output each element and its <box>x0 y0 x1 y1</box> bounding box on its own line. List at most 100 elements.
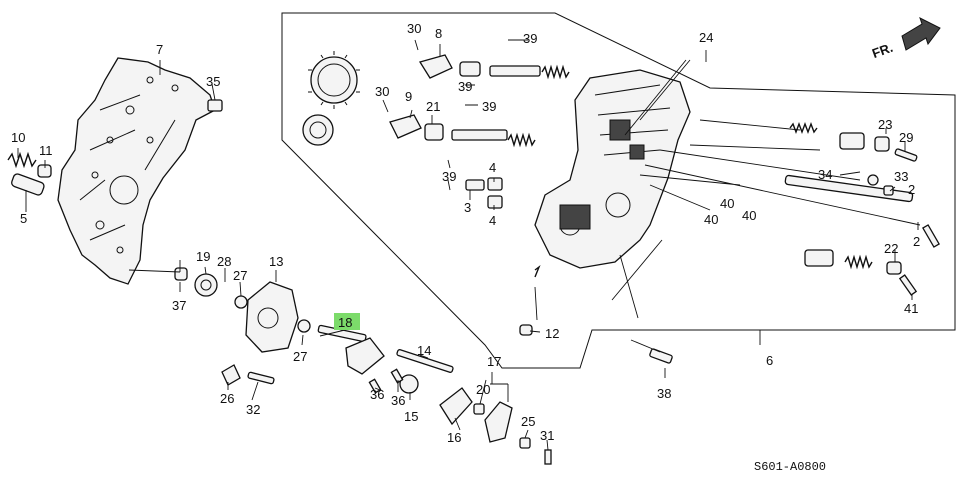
actuator-17 <box>484 401 513 443</box>
callout: 10 <box>11 130 25 145</box>
callout: 28 <box>217 254 231 269</box>
callout: 8 <box>435 26 442 41</box>
leader-lines <box>17 39 921 451</box>
shaft-long <box>784 174 914 203</box>
callout: 29 <box>899 130 913 145</box>
cover-plate-8 <box>418 54 453 79</box>
gear-large <box>308 51 360 109</box>
callout: 12 <box>545 326 559 341</box>
callout: 39 <box>482 99 496 114</box>
callout: 16 <box>447 430 461 445</box>
spring-10 <box>7 151 37 169</box>
callout-labels: 30 8 39 24 7 35 39 30 9 21 39 10 11 5 39… <box>11 21 920 445</box>
callout: 13 <box>269 254 283 269</box>
callout: 21 <box>426 99 440 114</box>
front-direction-indicator: FR. <box>870 17 941 61</box>
callout: 27 <box>233 268 247 283</box>
pump-19 <box>194 273 218 297</box>
callout: 30 <box>407 21 421 36</box>
callout: 23 <box>878 117 892 132</box>
gear-small <box>302 114 334 146</box>
clip-20 <box>473 403 485 415</box>
callout: 25 <box>521 414 535 429</box>
valve-spool-upper <box>459 61 570 80</box>
valve-23 <box>789 122 890 152</box>
callout: 39 <box>458 79 472 94</box>
callout: 32 <box>246 402 260 417</box>
check-ball-11 <box>37 164 52 178</box>
valve-body-casting <box>534 69 691 269</box>
callout: 34 <box>818 167 832 182</box>
shaft-14 <box>396 349 454 373</box>
cover-plate-9 <box>389 114 422 139</box>
seal-33 <box>867 174 879 186</box>
plug-12 <box>519 324 533 336</box>
callout: 40 <box>720 196 734 211</box>
dowel-pin <box>207 99 223 112</box>
callout: 2 <box>908 182 915 197</box>
callout: 24 <box>699 30 713 45</box>
valve-spool-21 <box>424 123 536 148</box>
spring-22 <box>844 254 873 270</box>
callout: 36 <box>370 387 384 402</box>
callout: 38 <box>657 386 671 401</box>
callout: 15 <box>404 409 418 424</box>
bolt-31 <box>544 449 552 465</box>
callout: 40 <box>704 212 718 227</box>
bolt-38 <box>649 348 673 364</box>
pin-29 <box>894 148 918 162</box>
callout: 41 <box>904 301 918 316</box>
washer-27a <box>234 295 248 309</box>
callout: 36 <box>391 393 405 408</box>
callout: 35 <box>206 74 220 89</box>
spring-12 <box>534 264 541 278</box>
callout: 14 <box>417 343 431 358</box>
callout: 26 <box>220 391 234 406</box>
callout: 37 <box>172 298 186 313</box>
diagram-code: S601-A0800 <box>754 460 826 474</box>
callout: 33 <box>894 169 908 184</box>
callout: 7 <box>156 42 163 57</box>
pin-36b <box>390 368 404 384</box>
callout: 20 <box>476 382 490 397</box>
valve-3 <box>465 179 485 191</box>
front-label: FR. <box>870 40 895 61</box>
valve-22 <box>804 249 834 267</box>
pin-41 <box>898 274 918 296</box>
valve-body-assembly-outline <box>281 12 956 369</box>
callout: 9 <box>405 89 412 104</box>
front-arrow-icon <box>901 17 941 51</box>
callout: 4 <box>489 213 496 228</box>
callout: 5 <box>20 211 27 226</box>
separator-plate <box>57 57 216 285</box>
callout: 22 <box>884 241 898 256</box>
plate-16 <box>439 387 473 426</box>
callout: 6 <box>766 353 773 368</box>
callout: 18 <box>338 315 352 330</box>
clip-25 <box>519 437 531 449</box>
callout: 31 <box>540 428 554 443</box>
sleeve-4b <box>487 195 503 209</box>
pump-body-13 <box>245 281 299 353</box>
callout: 2 <box>913 234 920 249</box>
sleeve-4a <box>487 177 503 191</box>
plug-2a <box>883 185 894 196</box>
callout: 4 <box>489 160 496 175</box>
callout: 3 <box>464 200 471 215</box>
bolt-32 <box>247 371 275 385</box>
callout: 19 <box>196 249 210 264</box>
callout: 30 <box>375 84 389 99</box>
shaft-18 <box>317 324 385 375</box>
clip-37 <box>174 267 188 281</box>
callout: 11 <box>39 143 53 158</box>
callout: 17 <box>487 354 501 369</box>
callout: 39 <box>523 31 537 46</box>
callout-highlight <box>334 313 360 330</box>
bolt-right <box>922 224 940 248</box>
callout: 40 <box>742 208 756 223</box>
gear-15 <box>399 374 419 394</box>
washer-27b <box>297 319 311 333</box>
callout: 39 <box>442 169 456 184</box>
